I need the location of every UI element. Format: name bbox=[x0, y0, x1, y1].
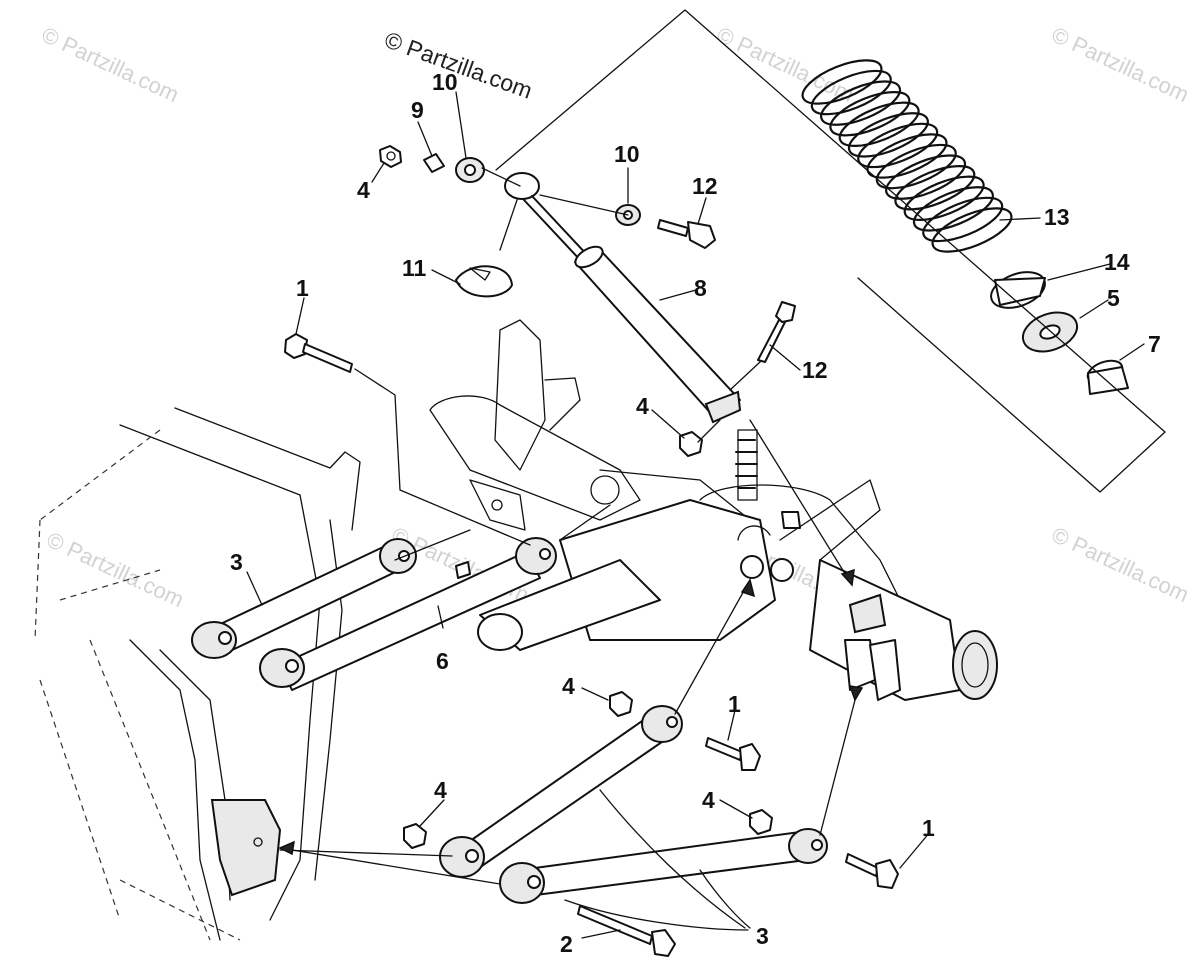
bolts bbox=[284, 219, 899, 957]
nut-4-lower-a bbox=[609, 691, 633, 717]
spring-coil bbox=[847, 112, 929, 158]
spring-coil bbox=[810, 69, 892, 116]
lower-a-arm bbox=[439, 705, 828, 904]
bolt-12-top bbox=[657, 219, 716, 249]
watermark-top-left: © Partzilla.com bbox=[38, 22, 183, 107]
nut-4-shock bbox=[679, 431, 703, 457]
callout-14: 14 bbox=[1104, 249, 1130, 275]
spring-coil bbox=[801, 59, 883, 105]
callout-3-lower: 3 bbox=[756, 923, 769, 949]
spring-coil bbox=[894, 164, 976, 211]
bolt-1-lower-right bbox=[845, 853, 899, 889]
callout-5: 5 bbox=[1107, 285, 1120, 311]
watermark-top-right: © Partzilla.com bbox=[1048, 22, 1193, 107]
watermark-top-center: © Partzilla.com bbox=[713, 22, 858, 107]
upper-control-arms bbox=[191, 537, 557, 691]
callout-3-upper: 3 bbox=[230, 549, 243, 575]
watermark-right: © Partzilla.com bbox=[1048, 522, 1193, 607]
callout-4-lower-b: 4 bbox=[434, 777, 447, 803]
bolt-2 bbox=[577, 905, 676, 957]
callout-2: 2 bbox=[560, 931, 573, 957]
watermark-main: © Partzilla.com bbox=[381, 26, 536, 103]
spring-coil bbox=[912, 186, 994, 232]
spring-coil bbox=[820, 80, 902, 126]
spring-coil bbox=[875, 143, 957, 190]
nuts bbox=[403, 431, 773, 849]
callout-12-mid: 12 bbox=[802, 357, 828, 383]
callout-1-top-left: 1 bbox=[296, 275, 309, 301]
callout-10-top: 10 bbox=[432, 69, 458, 95]
watermark-mid-left: © Partzilla.com bbox=[43, 527, 188, 612]
spring-coil bbox=[885, 154, 967, 200]
rear-axle-assembly bbox=[429, 319, 998, 701]
bolt-1-top-left bbox=[284, 333, 353, 373]
callout-4-shock: 4 bbox=[636, 393, 649, 419]
spring-coil bbox=[931, 207, 1013, 253]
spring-coil bbox=[857, 122, 939, 169]
spring-coil bbox=[838, 101, 920, 148]
callout-1-lower-right: 1 bbox=[922, 815, 935, 841]
arrowheads bbox=[278, 568, 864, 856]
nut-4-lower-b bbox=[403, 823, 427, 849]
assembly-lines bbox=[279, 9, 1166, 931]
callout-1-lower-mid: 1 bbox=[728, 691, 741, 717]
bolt-1-lower-mid bbox=[705, 737, 761, 771]
callout-12-top: 12 bbox=[692, 173, 718, 199]
callout-13: 13 bbox=[1044, 204, 1070, 230]
callout-4-lower-c: 4 bbox=[702, 787, 715, 813]
leader-lines bbox=[246, 91, 1145, 939]
callout-8: 8 bbox=[694, 275, 707, 301]
spring-coil bbox=[829, 90, 911, 137]
bump-stop-spring bbox=[735, 429, 758, 501]
bolt-12-mid bbox=[757, 301, 796, 363]
callout-6: 6 bbox=[436, 648, 449, 674]
shock-absorber bbox=[504, 172, 742, 424]
callout-11: 11 bbox=[402, 255, 427, 281]
callout-9: 9 bbox=[411, 97, 424, 123]
callout-7: 7 bbox=[1148, 331, 1161, 357]
spring-coil bbox=[922, 196, 1004, 243]
callout-4-top: 4 bbox=[357, 177, 370, 203]
callout-labels: 1 1 1 2 3 3 4 4 4 4 4 5 6 7 8 9 10 10 11… bbox=[230, 69, 1161, 957]
spring-coil bbox=[903, 175, 985, 222]
nut-4-lower-c bbox=[749, 809, 773, 835]
callout-4-lower-a: 4 bbox=[562, 673, 575, 699]
coil-spring bbox=[801, 59, 1013, 253]
vehicle-frame bbox=[34, 407, 361, 941]
callout-10-mid: 10 bbox=[614, 141, 640, 167]
